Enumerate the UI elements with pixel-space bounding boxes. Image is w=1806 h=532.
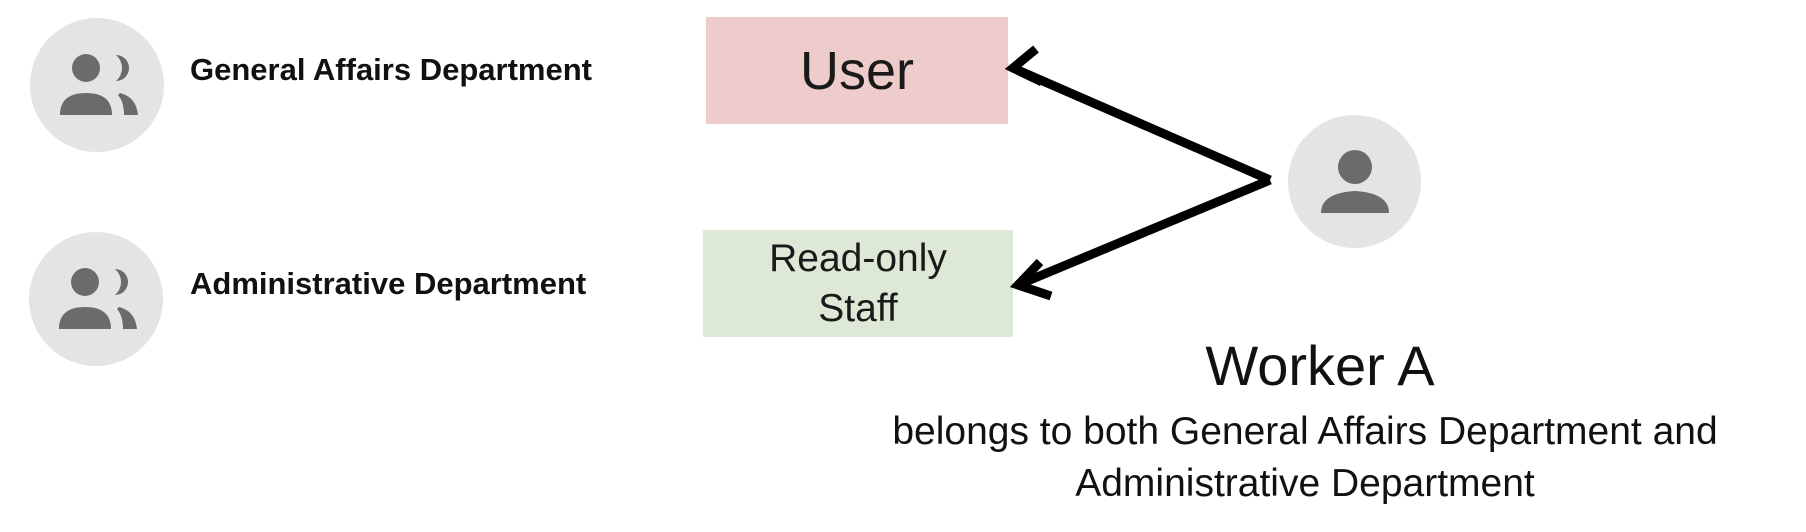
- user-role-label: User: [799, 40, 914, 101]
- arrow-to-user-head: [1004, 45, 1044, 87]
- worker-name: Worker A: [1205, 334, 1435, 397]
- read-only-staff-role-box: Read-only Staff: [703, 230, 1013, 337]
- user-role-box: User: [706, 17, 1008, 124]
- worker-description-line1: belongs to both General Affairs Departme…: [892, 410, 1718, 453]
- group-icon: [59, 268, 137, 329]
- group-icon: [60, 54, 138, 115]
- staff-role-label-line2: Staff: [818, 286, 898, 330]
- arrow-to-staff-head: [1009, 258, 1053, 301]
- staff-role-label-line1: Read-only: [769, 236, 947, 280]
- administrative-label: Administrative Department: [190, 266, 587, 301]
- administrative-group-avatar: [29, 232, 163, 366]
- general-affairs-group-avatar: [30, 18, 164, 152]
- person-icon: [1321, 150, 1389, 213]
- worker-description: belongs to both General Affairs Departme…: [820, 406, 1790, 510]
- arrow-to-staff: [1016, 175, 1272, 290]
- general-affairs-label: General Affairs Department: [190, 52, 592, 87]
- worker-description-line2: Administrative Department: [1075, 462, 1535, 505]
- arrow-to-user: [1011, 63, 1272, 185]
- worker-a-avatar: [1288, 115, 1421, 248]
